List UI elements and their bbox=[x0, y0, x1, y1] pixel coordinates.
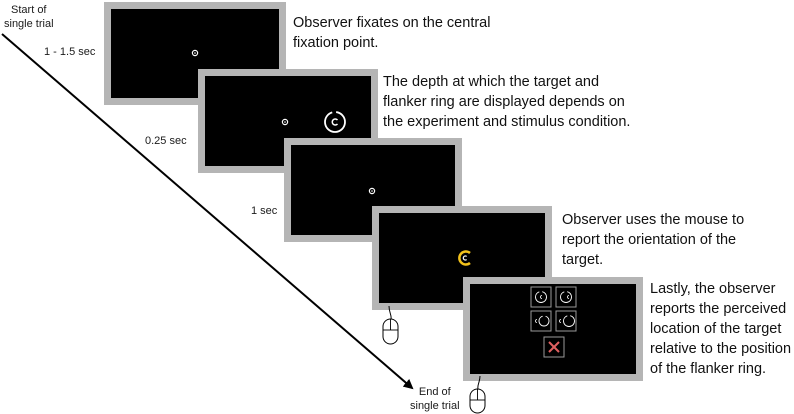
duration-label-3: 1 sec bbox=[251, 205, 278, 217]
fixation-point-icon bbox=[368, 187, 376, 195]
duration-label-2: 0.25 sec bbox=[145, 135, 187, 147]
end-of-trial-label: End of single trial bbox=[410, 386, 460, 412]
description-step-2: The depth at which the target and flanke… bbox=[383, 74, 631, 130]
duration-label-1: 1 - 1.5 sec bbox=[44, 46, 96, 58]
flanker-ring-icon bbox=[324, 111, 346, 133]
description-step-4: Lastly, the observer reports the perceiv… bbox=[650, 281, 792, 377]
target-ring-icon bbox=[331, 118, 339, 126]
description-step-3: Observer uses the mouse to report the or… bbox=[562, 212, 745, 268]
fixation-stimulus bbox=[191, 49, 199, 57]
option-target-above[interactable] bbox=[530, 286, 552, 308]
orientation-response-stimulus bbox=[458, 250, 471, 266]
fixation-point-icon bbox=[191, 49, 199, 57]
start-of-trial-label: Start of single trial bbox=[4, 4, 54, 30]
target-ring-icon bbox=[458, 250, 471, 266]
fixation-stimulus-2 bbox=[368, 187, 376, 195]
option-target-left-far[interactable] bbox=[555, 310, 577, 332]
screen-orientation-response bbox=[372, 206, 552, 310]
description-step-1: Observer fixates on the central fixation… bbox=[293, 15, 491, 51]
screen-location-response bbox=[463, 277, 643, 381]
cancel-x-icon[interactable] bbox=[543, 336, 565, 358]
fixation-point-icon bbox=[281, 118, 289, 126]
target-flanker-stimulus bbox=[281, 111, 346, 133]
location-response-options bbox=[530, 286, 577, 358]
option-target-right[interactable] bbox=[555, 286, 577, 308]
option-target-left-outside[interactable] bbox=[530, 310, 552, 332]
